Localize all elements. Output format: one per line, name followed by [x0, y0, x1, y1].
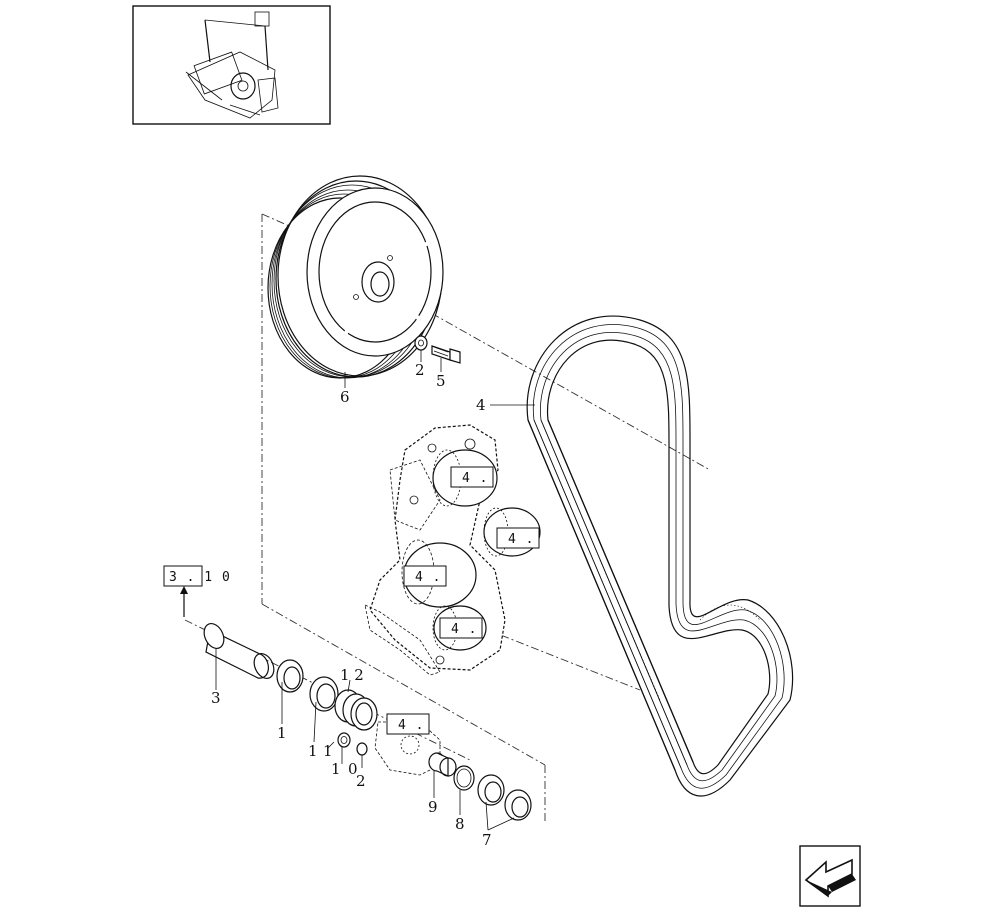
- callout-2: 2: [415, 361, 425, 379]
- callout-1a: 1: [277, 724, 287, 742]
- bushing-part-9[interactable]: [428, 752, 457, 777]
- previous-page-arrow-button[interactable]: [799, 845, 861, 907]
- ref-box-4-upper[interactable]: 4 .: [450, 466, 494, 488]
- bolt-part-5[interactable]: [431, 345, 461, 364]
- callout-numbers: 6 2 5 4 3 1 1 2 1 1 1 0 2 9 8 7: [211, 361, 492, 849]
- callout-9: 9: [428, 798, 438, 816]
- ref-4-bottom-label: 4 .: [398, 718, 424, 733]
- ref-4-right-label: 4 .: [508, 532, 534, 547]
- callout-0: 0: [348, 760, 358, 778]
- ref-4-upper-label: 4 .: [462, 471, 488, 486]
- circlip-part-8[interactable]: [453, 765, 475, 791]
- callout-1b: 1: [308, 742, 318, 760]
- spring-rings-part-12[interactable]: [334, 689, 378, 731]
- callout-3: 3: [211, 689, 221, 707]
- back-arrow-icon: [804, 858, 856, 898]
- washer-part-2[interactable]: [414, 335, 428, 351]
- callout-7: 7: [482, 831, 492, 849]
- thumbnail-machine-image: [185, 11, 279, 119]
- ref-box-4-middle[interactable]: 4 .: [403, 565, 447, 587]
- ref-box-3-10[interactable]: 3 . 1 0: [163, 565, 231, 587]
- ref-box-4-right[interactable]: 4 .: [496, 527, 540, 549]
- callout-2b: 2: [356, 772, 366, 790]
- callout-6: 6: [340, 388, 350, 406]
- thumbnail-overview[interactable]: [132, 5, 331, 125]
- callout-12: 1 2: [340, 666, 364, 684]
- shaft-sleeve-part-3[interactable]: [200, 620, 277, 681]
- pulley-wheel[interactable]: [267, 175, 444, 379]
- ref-3-10-label: 3 . 1 0: [169, 570, 231, 585]
- callout-4: 4: [476, 396, 486, 414]
- leader-lines: [180, 350, 535, 831]
- ref-4-lower-label: 4 .: [451, 622, 477, 637]
- bearing-part-7a[interactable]: [477, 774, 505, 806]
- drive-belt[interactable]: [526, 315, 794, 797]
- small-clip-part-11[interactable]: [337, 732, 351, 748]
- bearing-part-7b[interactable]: [504, 789, 532, 821]
- bearing-ring-part-1[interactable]: [309, 676, 339, 712]
- callout-1c: 1: [323, 742, 333, 760]
- seal-ring-part-1[interactable]: [276, 659, 304, 693]
- small-washer-part-02[interactable]: [356, 742, 368, 756]
- callout-1d: 1: [331, 760, 341, 778]
- ref-4-middle-label: 4 .: [415, 570, 441, 585]
- ref-box-4-bottom[interactable]: 4 .: [386, 713, 430, 735]
- callout-8: 8: [455, 815, 465, 833]
- ref-box-4-lower[interactable]: 4 .: [439, 617, 483, 639]
- callout-5: 5: [436, 372, 446, 390]
